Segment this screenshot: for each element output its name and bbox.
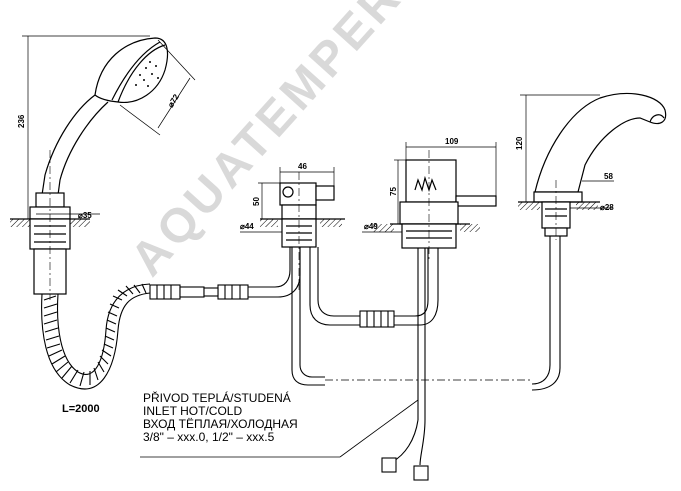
mixer-inlets <box>381 248 429 481</box>
note-line-3: ВХОД ТЁПЛАЯ/ХОЛОДНАЯ <box>143 417 298 431</box>
note-leader <box>140 399 419 458</box>
note-line-2: INLET HOT/COLD <box>143 404 243 418</box>
note-line-1: PŘIVOD TEPLÁ/STUDENÁ <box>143 391 291 405</box>
dim-120: 120 <box>515 136 524 150</box>
spout-pipe <box>531 236 561 391</box>
mixer-body <box>372 150 497 260</box>
dim-58: 58 <box>604 172 613 181</box>
hose-length-label: L=2000 <box>62 403 100 415</box>
dim-dia-28: ⌀28 <box>600 203 614 212</box>
dims-spout <box>520 94 614 209</box>
dim-236: 236 <box>17 114 26 128</box>
dim-50: 50 <box>252 197 261 206</box>
dim-dia-44: ⌀44 <box>240 222 254 231</box>
dim-109: 109 <box>445 137 459 146</box>
spiral-hose <box>41 240 301 390</box>
dim-dia-35: ⌀35 <box>78 211 92 220</box>
dim-46: 46 <box>298 162 307 171</box>
inlet-note: PŘIVOD TEPLÁ/STUDENÁ INLET HOT/COLD ВХОД… <box>143 392 298 444</box>
hand-shower <box>10 37 169 300</box>
diverter-valve <box>260 172 345 290</box>
dims-mixer <box>362 142 497 233</box>
spout <box>518 92 667 240</box>
dims-diverter <box>240 167 335 233</box>
dim-75: 75 <box>389 187 398 196</box>
note-line-4: 3/8" – xxx.0, 1/2" – xxx.5 <box>143 430 275 444</box>
dims-hand-shower <box>20 35 196 220</box>
diverter-pipes <box>291 247 439 386</box>
dim-dia-49: ⌀49 <box>364 222 378 231</box>
